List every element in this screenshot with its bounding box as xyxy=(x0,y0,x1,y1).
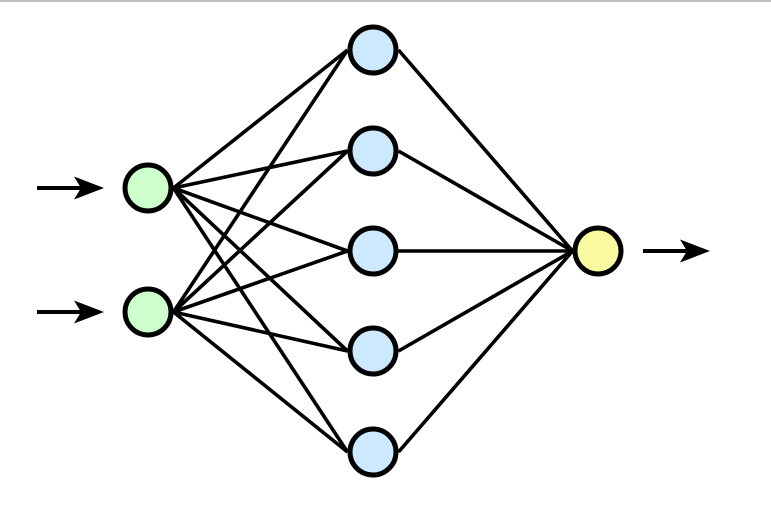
output-arrow-head-icon xyxy=(680,239,710,263)
edge-input-1-hidden-4 xyxy=(172,186,349,353)
hidden-node-5 xyxy=(347,426,399,478)
hidden-node-3 xyxy=(347,225,399,277)
input-arrow-2-head-icon xyxy=(74,300,104,324)
edge-hidden-2-output-1 xyxy=(397,149,574,253)
edge-input-2-hidden-1 xyxy=(172,49,349,313)
edge-input-1-hidden-3 xyxy=(172,186,349,253)
edge-hidden-5-output-1 xyxy=(397,249,574,454)
hidden-node-4 xyxy=(347,325,399,377)
edge-input-2-hidden-2 xyxy=(172,149,349,314)
edge-input-1-hidden-1 xyxy=(172,48,349,190)
edge-input-1-hidden-5 xyxy=(171,187,350,453)
top-border xyxy=(0,0,771,2)
hidden-node-2 xyxy=(347,125,399,177)
edge-hidden-4-output-1 xyxy=(397,249,574,353)
output-node-1 xyxy=(572,225,624,277)
edge-input-2-hidden-4 xyxy=(173,310,348,353)
input-node-1 xyxy=(122,162,174,214)
edge-input-2-hidden-3 xyxy=(172,249,349,314)
input-arrow-1-head-icon xyxy=(74,176,104,200)
edge-input-1-hidden-2 xyxy=(173,149,348,190)
edge-input-2-hidden-5 xyxy=(172,310,349,454)
edge-hidden-1-output-1 xyxy=(397,48,574,253)
hidden-node-1 xyxy=(347,24,399,76)
input-node-2 xyxy=(122,286,174,338)
